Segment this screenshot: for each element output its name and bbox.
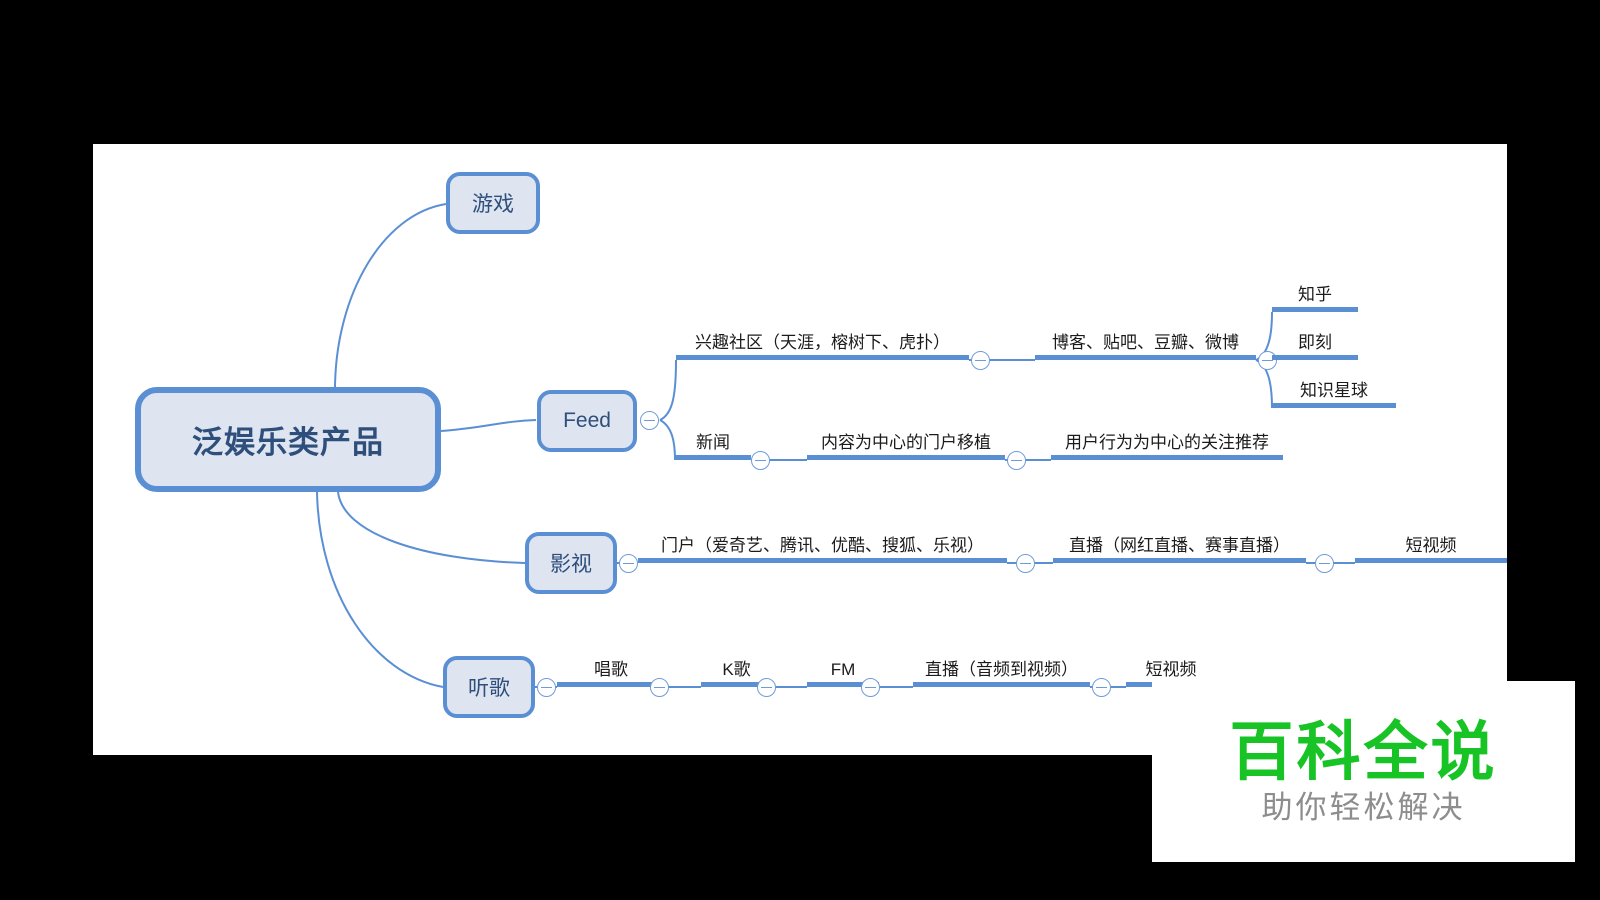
topic-zhishixingqiu[interactable]: 知识星球: [1272, 378, 1396, 408]
topic-video-portals[interactable]: 门户（爱奇艺、腾讯、优酷、搜狐、乐视）: [638, 533, 1007, 563]
topic-fm[interactable]: FM: [807, 657, 879, 687]
branch-node-feed[interactable]: Feed: [537, 390, 637, 452]
topic-bar: [1272, 403, 1396, 408]
topic-ktv[interactable]: K歌: [701, 657, 772, 687]
topic-jike[interactable]: 即刻: [1272, 330, 1358, 360]
topic-label: 内容为中心的门户移植: [821, 433, 991, 452]
edge-root-music: [316, 491, 444, 688]
topic-news[interactable]: 新闻: [675, 430, 751, 460]
topic-label: 门户（爱奇艺、腾讯、优酷、搜狐、乐视）: [661, 536, 984, 555]
root-node[interactable]: 泛娱乐类产品: [135, 387, 441, 492]
topic-label: 用户行为为中心的关注推荐: [1065, 433, 1269, 452]
topic-label: 知识星球: [1300, 381, 1368, 400]
topic-label: 直播（网红直播、赛事直播）: [1069, 536, 1290, 555]
topic-singing[interactable]: 唱歌: [557, 657, 665, 687]
collapse-toggle-video[interactable]: [619, 554, 638, 573]
topic-content-centric-portal[interactable]: 内容为中心的门户移植: [807, 430, 1005, 460]
edge-feed-fork-top: [659, 359, 677, 421]
topic-label: 即刻: [1298, 333, 1332, 352]
edge-root-feed: [440, 419, 537, 432]
collapse-toggle-live-streaming[interactable]: [1315, 554, 1334, 573]
topic-short-video-film[interactable]: 短视频: [1355, 533, 1507, 563]
branch-label-video: 影视: [550, 553, 592, 576]
watermark-brand: 百科全说: [1229, 715, 1498, 788]
collapse-toggle-video-portals[interactable]: [1016, 554, 1035, 573]
topic-bar: [807, 455, 1005, 460]
branch-node-video[interactable]: 影视: [525, 532, 617, 594]
topic-bar: [676, 355, 969, 360]
topic-bar: [1051, 455, 1283, 460]
edge-root-games: [334, 203, 447, 388]
watermark-tagline: 助你轻松解决: [1261, 789, 1466, 825]
topic-behavior-centric-recommendation[interactable]: 用户行为为中心的关注推荐: [1051, 430, 1283, 460]
topic-label: 知乎: [1298, 285, 1332, 304]
branch-label-games: 游戏: [472, 193, 514, 216]
collapse-toggle-audio-to-video-live[interactable]: [1092, 678, 1111, 697]
topic-bar: [701, 682, 772, 687]
branch-node-music[interactable]: 听歌: [443, 656, 535, 718]
topic-label: 唱歌: [594, 660, 628, 679]
topic-label: K歌: [722, 660, 751, 679]
collapse-toggle-content-centric-portal[interactable]: [1007, 451, 1026, 470]
topic-bar: [557, 682, 665, 687]
branch-label-music: 听歌: [468, 677, 510, 700]
collapse-toggle-ktv[interactable]: [757, 678, 776, 697]
topic-label: 新闻: [696, 433, 730, 452]
collapse-toggle-music[interactable]: [537, 678, 556, 697]
collapse-toggle-news[interactable]: [751, 451, 770, 470]
edge-feed-fork-bottom: [659, 419, 676, 461]
topic-label: FM: [830, 660, 856, 679]
topic-interest-community[interactable]: 兴趣社区（天涯，榕树下、虎扑）: [676, 330, 969, 360]
topic-bar: [1272, 307, 1358, 312]
branch-node-games[interactable]: 游戏: [446, 172, 540, 234]
topic-bar: [1053, 558, 1306, 563]
topic-label: 直播（音频到视频）: [925, 660, 1078, 679]
collapse-toggle-interest-community[interactable]: [971, 351, 990, 370]
topic-bar: [1355, 558, 1507, 563]
topic-live-streaming[interactable]: 直播（网红直播、赛事直播）: [1053, 533, 1306, 563]
topic-bar: [807, 682, 879, 687]
topic-audio-to-video-live[interactable]: 直播（音频到视频）: [913, 657, 1090, 687]
topic-bar: [638, 558, 1007, 563]
topic-label: 短视频: [1145, 660, 1197, 679]
edge-root-video: [337, 491, 526, 564]
topic-bar: [1272, 355, 1358, 360]
mindmap-canvas[interactable]: 泛娱乐类产品 游戏 Feed 影视 听歌 兴趣社区（天涯，榕树下、虎扑） 博客、…: [93, 144, 1507, 755]
topic-bar: [1035, 355, 1256, 360]
root-node-label: 泛娱乐类产品: [192, 425, 384, 460]
topic-label: 短视频: [1405, 536, 1457, 555]
watermark-panel: 百科全说 助你轻松解决: [1152, 681, 1575, 862]
topic-blog-tieba-douban-weibo[interactable]: 博客、贴吧、豆瓣、微博: [1035, 330, 1256, 360]
branch-label-feed: Feed: [563, 409, 611, 432]
collapse-toggle-fm[interactable]: [861, 678, 880, 697]
topic-bar: [913, 682, 1090, 687]
topic-zhihu[interactable]: 知乎: [1272, 282, 1358, 312]
collapse-toggle-singing[interactable]: [650, 678, 669, 697]
topic-label: 博客、贴吧、豆瓣、微博: [1052, 333, 1239, 352]
collapse-toggle-feed[interactable]: [640, 411, 659, 430]
topic-bar: [675, 455, 751, 460]
topic-label: 兴趣社区（天涯，榕树下、虎扑）: [695, 333, 950, 352]
